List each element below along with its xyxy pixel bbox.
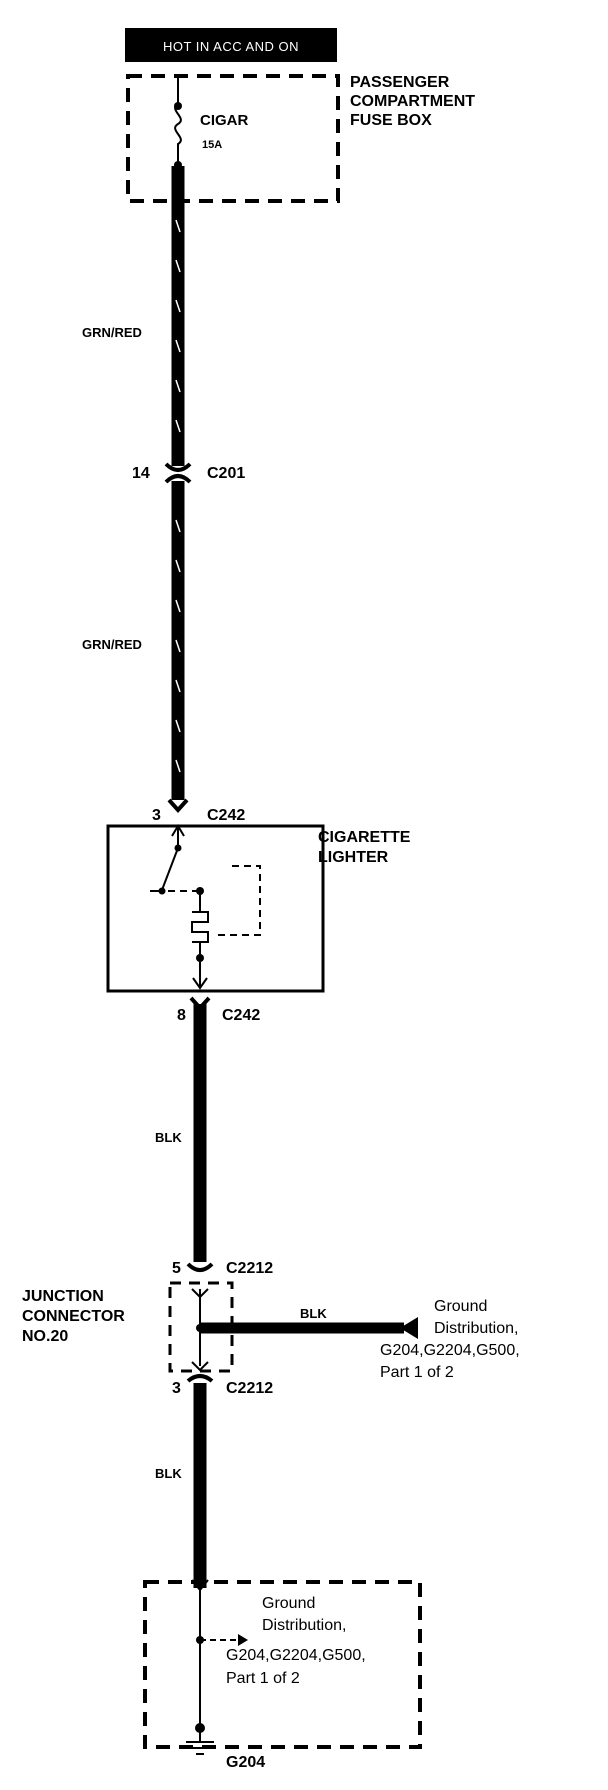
c201-connector-top xyxy=(164,462,192,472)
c2212-top-connector xyxy=(186,1262,214,1272)
lighter-internal-circuit xyxy=(150,824,261,990)
banner-bg xyxy=(125,28,337,62)
ground-ref-bottom-4: Part 1 of 2 xyxy=(226,1670,300,1687)
c201-pin: 14 xyxy=(132,465,150,482)
ground-ref-bottom-3: G204,G2204,G500, xyxy=(226,1647,366,1664)
wire-label-middle: GRN/RED xyxy=(82,637,142,652)
ground-box-outline xyxy=(143,1580,422,1749)
wire-label-bottom: BLK xyxy=(155,1466,182,1481)
c2212-top-name: C2212 xyxy=(226,1260,273,1277)
wire-label-top: GRN/RED xyxy=(82,325,142,340)
lighter-title-1: CIGARETTE xyxy=(318,829,411,846)
c201-connector-bottom xyxy=(164,474,192,484)
c242-top-connector xyxy=(167,798,189,813)
wire-stripe-middle xyxy=(175,519,181,773)
fuse-box-title-3: FUSE BOX xyxy=(350,112,432,129)
ground-ref-right-4: Part 1 of 2 xyxy=(380,1364,454,1381)
fuse-box-title-1: PASSENGER xyxy=(350,74,450,91)
fuse-box-title-2: COMPARTMENT xyxy=(350,93,475,110)
fuse-box-outline xyxy=(126,74,340,203)
junction-title-3: NO.20 xyxy=(22,1328,68,1345)
ground-point-label: G204 xyxy=(226,1754,265,1771)
banner-label: HOT IN ACC AND ON xyxy=(163,39,299,54)
ground-ref-right-1: Ground xyxy=(434,1298,487,1315)
lighter-title-2: LIGHTER xyxy=(318,849,389,866)
c2212-top-pin: 5 xyxy=(172,1260,181,1277)
lighter-box xyxy=(106,824,325,993)
c242-bottom-pin: 8 xyxy=(177,1007,186,1024)
ground-ref-bottom-1: Ground xyxy=(262,1595,315,1612)
ground-box-internal xyxy=(191,1579,250,1733)
c242-top-name: C242 xyxy=(207,807,245,824)
fuse-symbol xyxy=(174,74,182,166)
wire-stripe-upper xyxy=(175,219,181,433)
fuse-rating: 15A xyxy=(202,139,222,151)
ground-branch-arrow xyxy=(400,1317,418,1339)
ground-ref-bottom-2: Distribution, xyxy=(262,1617,346,1634)
wire-label-ground-branch: BLK xyxy=(300,1306,327,1321)
c2212-bottom-connector xyxy=(186,1374,214,1383)
c242-bottom-name: C242 xyxy=(222,1007,260,1024)
ground-ref-right-3: G204,G2204,G500, xyxy=(380,1342,520,1359)
c2212-bottom-pin: 3 xyxy=(172,1380,181,1397)
ground-ref-right-2: Distribution, xyxy=(434,1320,518,1337)
c201-name: C201 xyxy=(207,465,245,482)
wire-label-lower: BLK xyxy=(155,1130,182,1145)
c2212-bottom-name: C2212 xyxy=(226,1380,273,1397)
ground-symbol-icon xyxy=(186,1728,214,1755)
fuse-name: CIGAR xyxy=(200,112,249,129)
fuse-terminal-top xyxy=(174,102,182,110)
junction-title-1: JUNCTION xyxy=(22,1288,104,1305)
junction-title-2: CONNECTOR xyxy=(22,1308,125,1325)
c242-top-pin: 3 xyxy=(152,807,161,824)
